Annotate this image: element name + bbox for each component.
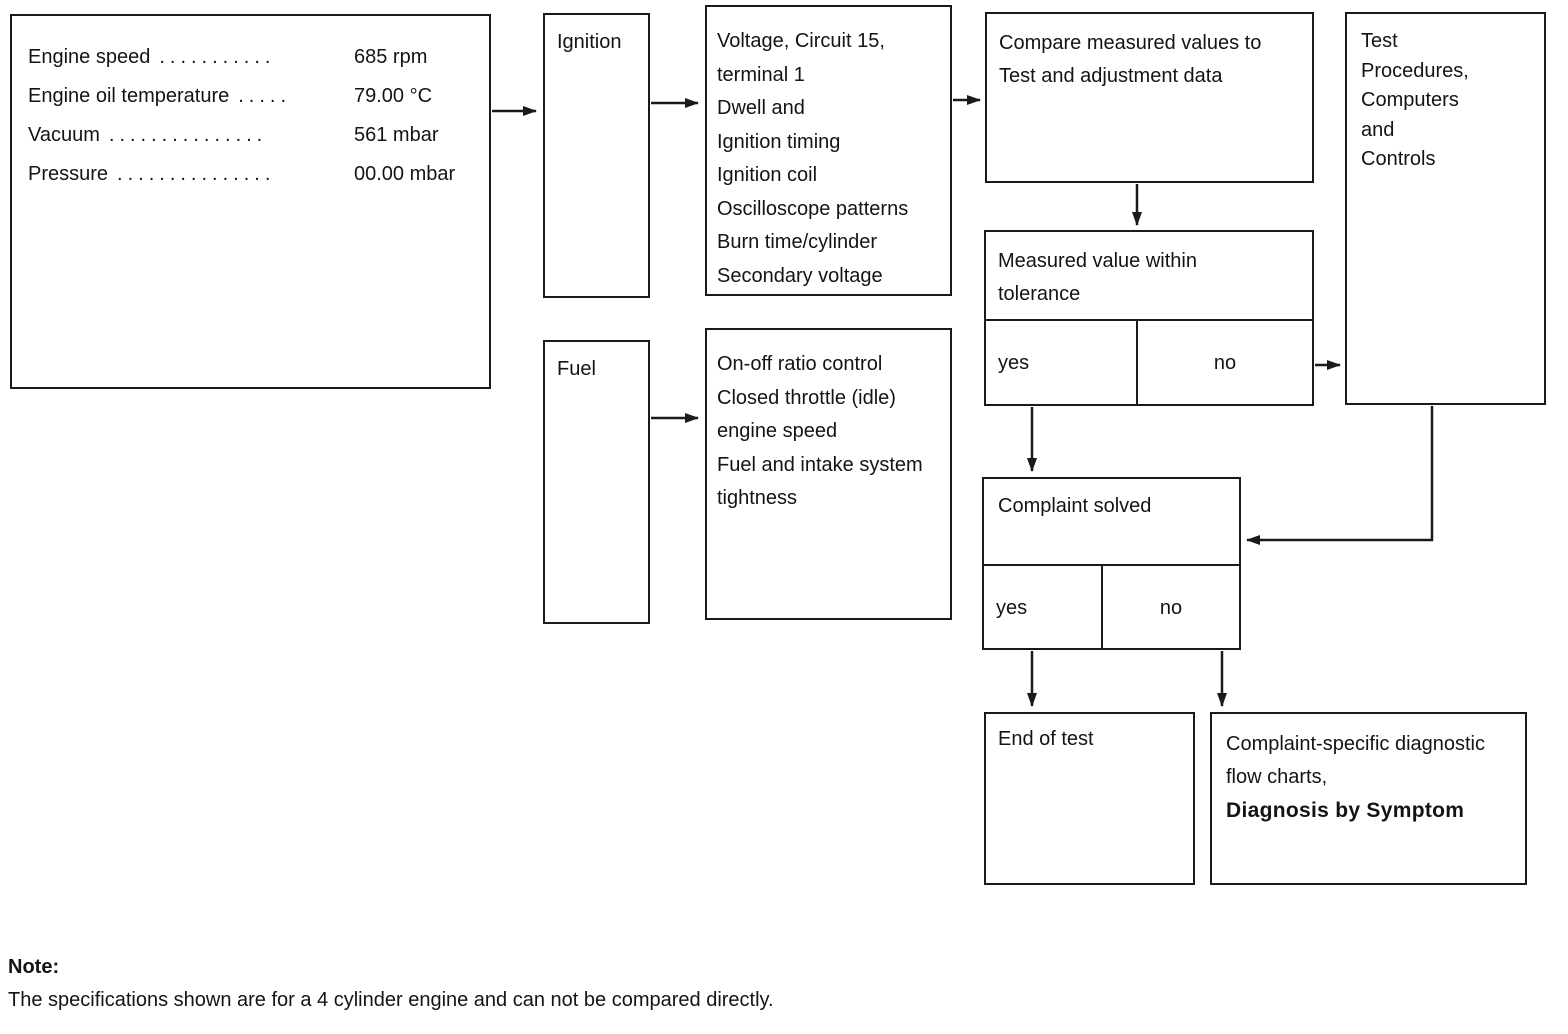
ignition-details-box: Voltage, Circuit 15, terminal 1 Dwell an… <box>705 5 952 296</box>
fuel-label: Fuel <box>557 358 596 380</box>
ignition-detail-line: Ignition coil <box>717 164 818 186</box>
diagnosis-line: Complaint-specific diagnostic <box>1226 733 1486 755</box>
fuel-detail-line: Closed throttle (idle) <box>717 386 896 409</box>
reading-row-oil-temperature: Engine oil temperature..... 79.00 °C <box>28 77 477 116</box>
test-procedures-line: Controls <box>1361 148 1436 170</box>
dot-leader: ..... <box>238 85 292 107</box>
fuel-detail-line: engine speed <box>717 420 838 442</box>
fuel-detail-line: Fuel and intake system <box>717 453 923 476</box>
test-procedures-line: and <box>1361 118 1395 141</box>
compare-line: Compare measured values to <box>999 32 1262 54</box>
fuel-detail-line: tightness <box>717 487 798 509</box>
compare-line: Test and adjustment data <box>999 65 1223 87</box>
footnote-title: Note: <box>8 956 60 978</box>
test-procedures-line: Procedures, <box>1361 59 1469 82</box>
tolerance-title: Measured value within tolerance <box>986 232 1312 321</box>
diagnosis-line: flow charts, <box>1226 766 1328 788</box>
ignition-box: Ignition <box>543 13 650 298</box>
reading-value: 685 rpm <box>354 46 428 68</box>
complaint-solved-box: Complaint solved yes no <box>982 477 1241 650</box>
reading-row-engine-speed: Engine speed........... 685 rpm <box>28 38 477 77</box>
ignition-label: Ignition <box>557 31 622 53</box>
diagnosis-by-symptom-box: Complaint-specific diagnostic flow chart… <box>1210 712 1527 885</box>
compare-values-box: Compare measured values to Test and adju… <box>985 12 1314 183</box>
ignition-detail-line: Dwell and <box>717 97 805 119</box>
diagnosis-bold-line: Diagnosis by Symptom <box>1226 799 1465 822</box>
complaint-yes-cell: yes <box>984 566 1103 650</box>
end-of-test-box: End of test <box>984 712 1195 885</box>
arrow-testproc-to-complaint <box>1246 406 1434 545</box>
ignition-detail-line: terminal 1 <box>717 63 805 86</box>
engine-readings-box: Engine speed........... 685 rpm Engine o… <box>10 14 491 389</box>
fuel-details-box: On-off ratio control Closed throttle (id… <box>705 328 952 620</box>
ignition-detail-line: Voltage, Circuit 15, <box>717 30 885 52</box>
dot-leader: ............... <box>117 163 276 185</box>
reading-label: Pressure............... <box>28 163 276 185</box>
complaint-no-cell: no <box>1159 596 1183 619</box>
dot-leader: ........... <box>159 46 276 68</box>
ignition-detail-line: Ignition timing <box>717 130 841 153</box>
reading-value: 79.00 °C <box>354 85 433 107</box>
test-procedures-box: Test Procedures, Computers and Controls <box>1345 12 1546 405</box>
tolerance-options: yes no <box>986 321 1312 406</box>
fuel-detail-line: On-off ratio control <box>717 353 883 375</box>
reading-label: Vacuum............... <box>28 124 268 146</box>
complaint-solved-title: Complaint solved <box>984 479 1239 566</box>
test-procedures-line: Test <box>1361 30 1398 52</box>
reading-label: Engine speed........... <box>28 46 276 68</box>
tolerance-no-cell: no <box>1213 352 1237 374</box>
footnote-text: The specifications shown are for a 4 cyl… <box>8 989 774 1011</box>
reading-label: Engine oil temperature..... <box>28 85 292 107</box>
tolerance-yes-cell: yes <box>986 321 1138 406</box>
dot-leader: ............... <box>108 124 268 146</box>
ignition-detail-line: Secondary voltage <box>717 264 883 287</box>
reading-row-pressure: Pressure............... 00.00 mbar <box>28 155 477 194</box>
ignition-detail-line: Burn time/cylinder <box>717 231 878 253</box>
ignition-detail-line: Oscilloscope patterns <box>717 197 909 220</box>
reading-value: 561 mbar <box>354 124 439 146</box>
footnote: Note: The specifications shown are for a… <box>8 951 774 1017</box>
fuel-box: Fuel <box>543 340 650 624</box>
complaint-options: yes no <box>984 566 1239 650</box>
test-procedures-line: Computers <box>1361 89 1459 111</box>
reading-row-vacuum: Vacuum............... 561 mbar <box>28 116 477 155</box>
reading-value: 00.00 mbar <box>354 163 456 185</box>
tolerance-decision-box: Measured value within tolerance yes no <box>984 230 1314 406</box>
